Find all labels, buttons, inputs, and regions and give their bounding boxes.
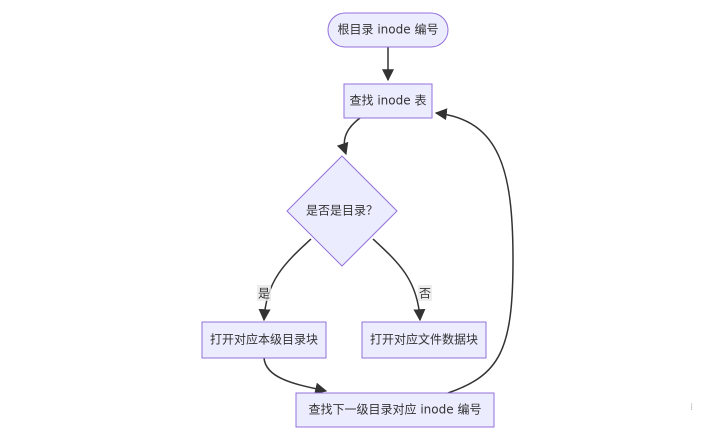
edge-label-yes: 是 (257, 285, 271, 301)
node-next: 查找下一级目录对应 inode 编号 (295, 392, 495, 428)
corner-mark: ⁞ (690, 402, 693, 413)
node-lookup-label: 查找 inode 表 (350, 94, 427, 108)
edge-lookup-to-decision (336, 117, 361, 156)
node-start: 根目录 inode 编号 (327, 12, 449, 48)
node-open-dir: 打开对应本级目录块 (201, 321, 327, 359)
edges (258, 47, 514, 395)
node-next-label: 查找下一级目录对应 inode 编号 (309, 402, 482, 417)
node-decision-label: 是否是目录？ (306, 204, 378, 218)
node-open-file-label: 打开对应文件数据块 (370, 332, 478, 347)
edge-open-dir-to-next (263, 357, 328, 395)
edge-next-to-lookup (434, 108, 514, 394)
edge-label-no: 否 (418, 285, 432, 301)
node-open-file: 打开对应文件数据块 (361, 321, 487, 359)
node-start-label: 根目录 inode 编号 (338, 22, 439, 37)
edge-decision-to-open-file (372, 238, 426, 322)
node-lookup: 查找 inode 表 (343, 83, 433, 119)
edge-label-no-text: 否 (419, 287, 431, 301)
edge-decision-to-open-dir (258, 238, 312, 322)
node-open-dir-label: 打开对应本级目录块 (210, 332, 318, 347)
edge-label-yes-text: 是 (258, 287, 270, 301)
node-decision: 是否是目录？ (286, 155, 398, 267)
